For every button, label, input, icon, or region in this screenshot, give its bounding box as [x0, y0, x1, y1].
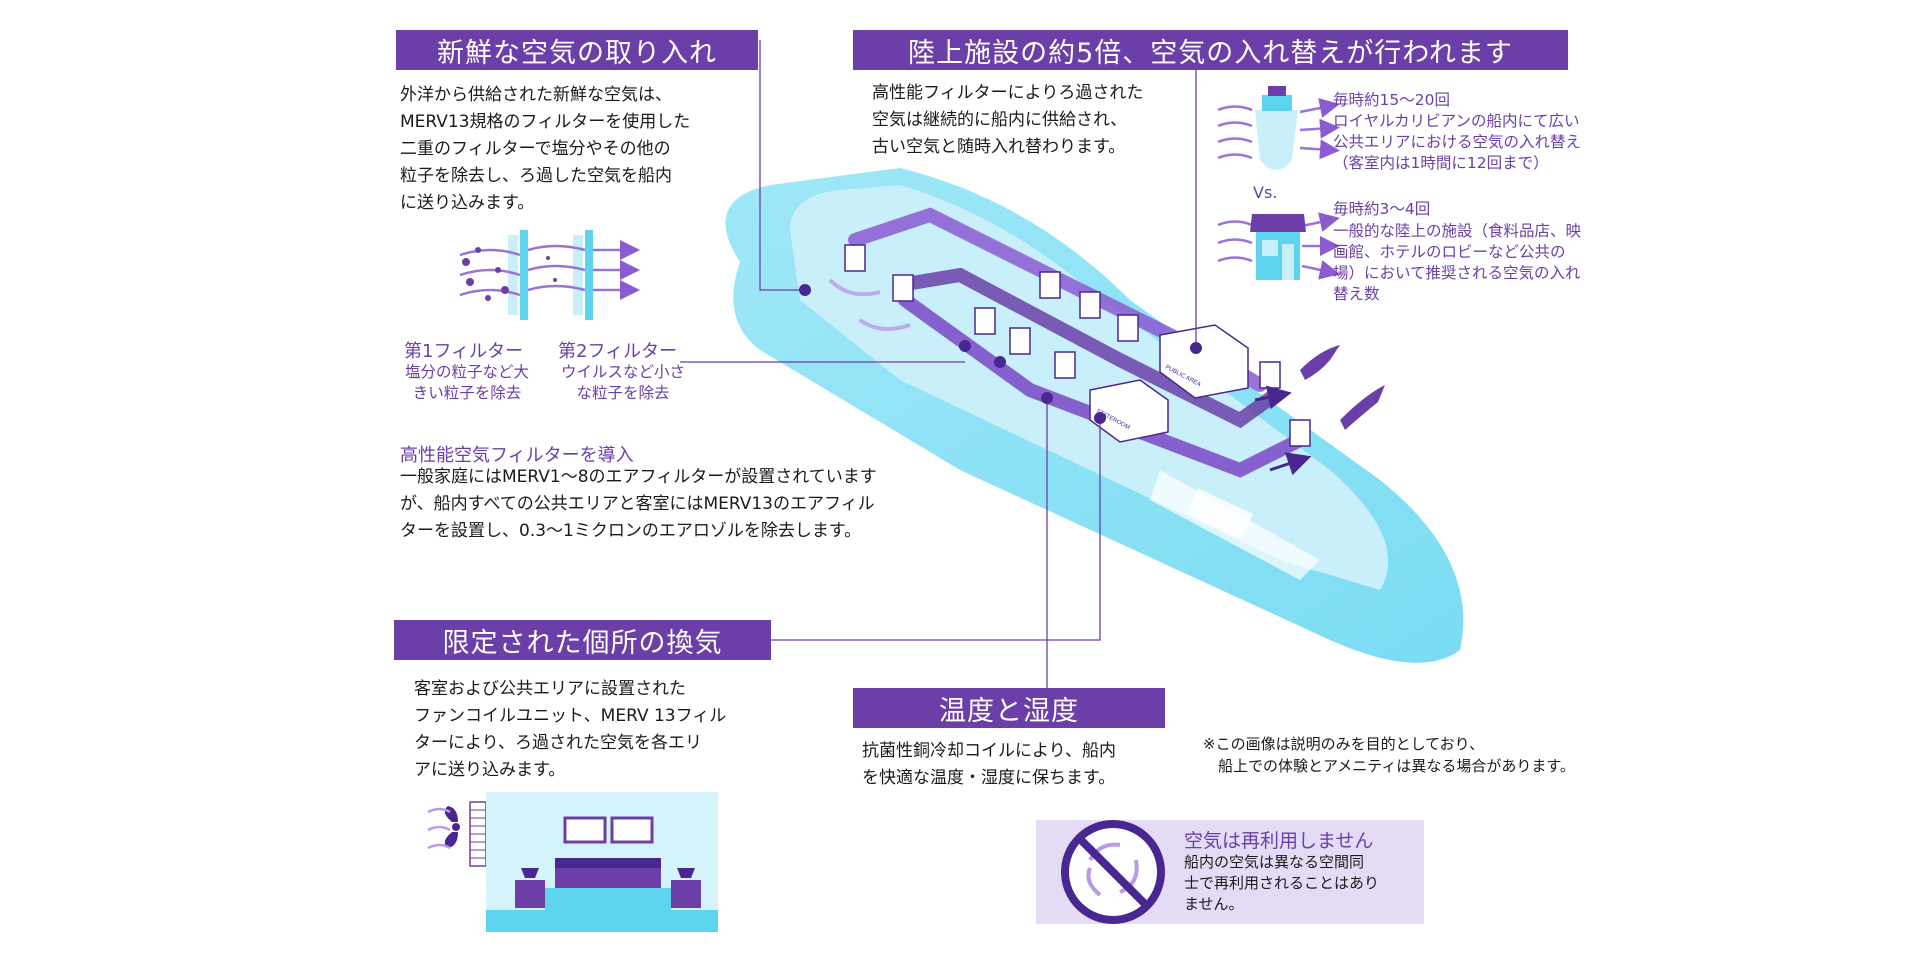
duct-middle	[893, 267, 1282, 429]
ship-rate-title: 毎時約15～20回	[1333, 91, 1450, 109]
temp-body: 抗菌性銅冷却コイルにより、船内 を快適な温度・湿度に保ちます。	[862, 741, 1116, 788]
land-rate-title: 毎時約3～4回	[1333, 200, 1431, 218]
exchange-body: 高性能フィルターによりろ過された 空気は継続的に船内に供給され、 古い空気と随時…	[872, 83, 1144, 157]
local-title: 限定された個所の換気	[394, 620, 771, 660]
filter1-title: 第1フィルター	[404, 341, 524, 362]
storefront-icon	[1217, 212, 1340, 280]
ship-window	[1186, 488, 1254, 540]
public-area-room	[1159, 324, 1249, 399]
disclaimer: ※この画像は説明のみを目的としており、 船上での体験とアメニティは異なる場合があ…	[1203, 735, 1575, 775]
hepa-title: 高性能空気フィルターを導入	[400, 445, 634, 466]
land-rate-desc: 一般的な陸上の施設（食料品店、映 画館、ホテルのロビーなど公共の 場）において推…	[1333, 222, 1582, 303]
exchange-title: 陸上施設の約5倍、空気の入れ替えが行われます	[853, 30, 1568, 70]
ship-upper	[790, 185, 1389, 590]
bedroom-icon	[486, 792, 718, 932]
duct-filters	[844, 244, 1311, 447]
intake-swirl	[828, 278, 881, 297]
filter1-desc: 塩分の粒子など大 きい粒子を除去	[404, 363, 529, 402]
exhaust-arrow-lower	[1269, 452, 1312, 476]
exhaust-plume-1	[1300, 345, 1340, 380]
fresh-air-body: 外洋から供給された新鮮な空気は、 MERV13規格のフィルターを使用した 二重の…	[400, 85, 691, 213]
local-body: 客室および公共エリアに設置された ファンコイルユニット、MERV 13フィル タ…	[414, 679, 727, 780]
vs-label: Vs.	[1253, 183, 1278, 202]
exhaust-plume-2	[1340, 385, 1385, 430]
temp-title: 温度と湿度	[853, 688, 1165, 728]
filter2-title: 第2フィルター	[558, 341, 678, 362]
connector-lines	[680, 40, 1197, 700]
no-reuse-title: 空気は再利用しません	[1184, 830, 1374, 852]
hepa-body: 一般家庭にはMERV1～8のエアフィルターが設置されています が、船内すべての公…	[400, 467, 877, 541]
air-filter-icon	[459, 230, 640, 320]
exhaust-arrow-upper	[1254, 385, 1292, 410]
filter2-desc: ウイルスなど小さ な粒子を除去	[560, 363, 685, 402]
ship-rate-desc: ロイヤルカリビアンの船内にて広い 公共エリアにおける空気の入れ替え （客室内は1…	[1333, 112, 1582, 172]
cruise-ship-icon	[1217, 86, 1340, 170]
no-reuse-body: 船内の空気は異なる空間同 士で再利用されることはあり ません。	[1184, 853, 1380, 913]
connector-dots	[799, 284, 1202, 424]
fresh-air-title: 新鮮な空気の取り入れ	[396, 30, 758, 70]
stateroom-room	[1089, 379, 1169, 443]
